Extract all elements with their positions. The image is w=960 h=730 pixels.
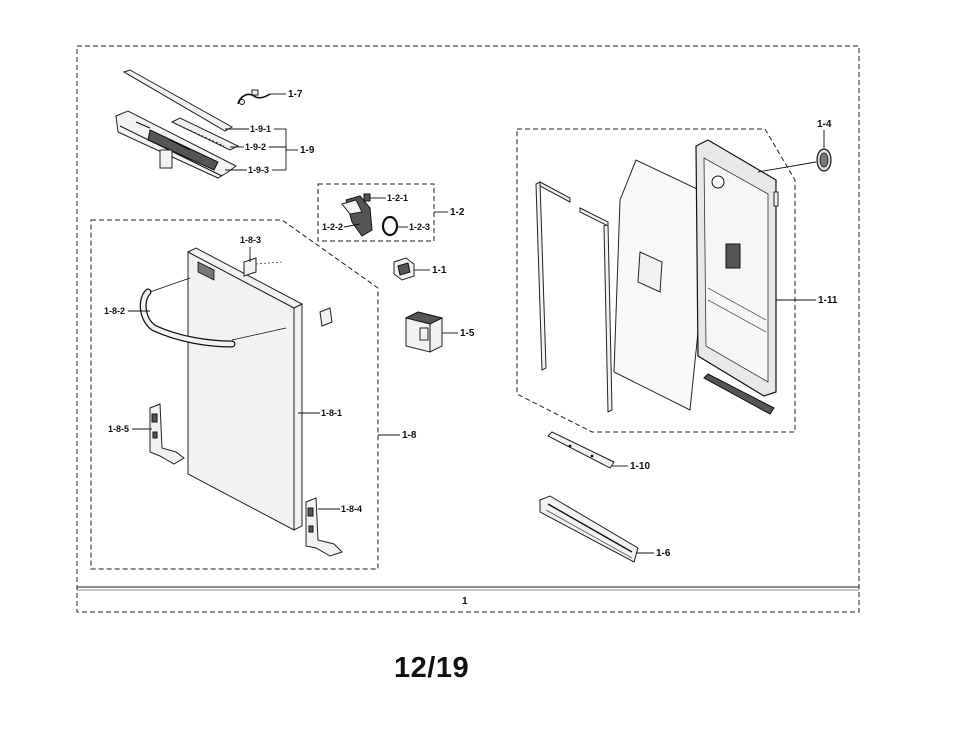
callout-1-8-5: 1-8-5 bbox=[108, 424, 129, 434]
callout-1-9-2: 1-9-2 bbox=[245, 142, 266, 152]
leader-1-4 bbox=[757, 130, 825, 173]
group-box-1-11 bbox=[516, 128, 796, 433]
callout-1-4: 1-4 bbox=[817, 119, 832, 130]
part-1-10-bracket bbox=[547, 431, 615, 469]
callout-1-8-3: 1-8-3 bbox=[240, 235, 261, 245]
part-1-8-2-handle bbox=[139, 277, 287, 348]
callout-1-2-1: 1-2-1 bbox=[387, 193, 408, 203]
part-1-9-2-keypad-strip bbox=[170, 117, 240, 151]
part-1-1-switch bbox=[393, 257, 415, 281]
callout-1-2-3: 1-2-3 bbox=[409, 222, 430, 232]
callout-1-9-1: 1-9-1 bbox=[250, 124, 271, 134]
callout-1-2: 1-2 bbox=[450, 207, 465, 218]
leader-1-2 bbox=[343, 197, 448, 228]
part-1-8-5-hinge bbox=[149, 403, 185, 465]
assembly-label: 1 bbox=[462, 596, 468, 607]
leader-1-9 bbox=[225, 128, 298, 171]
part-1-11-gaskets bbox=[535, 181, 613, 413]
callout-1-10: 1-10 bbox=[630, 461, 650, 472]
group-box-1-8 bbox=[90, 219, 379, 570]
part-1-8-3-gasket-tab bbox=[243, 257, 333, 327]
callout-1-6: 1-6 bbox=[656, 548, 671, 559]
assembly-frame bbox=[76, 45, 860, 613]
callout-1-9-3: 1-9-3 bbox=[248, 165, 269, 175]
callout-1-7: 1-7 bbox=[288, 89, 303, 100]
callout-1-2-2: 1-2-2 bbox=[322, 222, 343, 232]
part-1-2-3-ring bbox=[381, 215, 399, 237]
page-number: 12/19 bbox=[394, 652, 470, 684]
callout-1-11: 1-11 bbox=[818, 295, 838, 306]
callout-1-8-2: 1-8-2 bbox=[104, 306, 125, 316]
part-1-9-3-control-panel bbox=[115, 110, 237, 179]
part-1-11-bottom-seal bbox=[703, 373, 775, 415]
part-1-6-kick-plate bbox=[539, 495, 639, 563]
part-1-8-1-door-panel bbox=[186, 247, 304, 531]
part-1-11-inner-door bbox=[695, 139, 779, 397]
part-1-9-1-trim-strip bbox=[122, 69, 234, 132]
callout-1-9: 1-9 bbox=[300, 145, 315, 156]
group-box-1-2 bbox=[317, 183, 435, 242]
part-1-2-2-latch-body bbox=[341, 195, 373, 237]
callout-1-8: 1-8 bbox=[402, 430, 417, 441]
part-1-7-wire bbox=[237, 89, 271, 105]
part-1-4-vent bbox=[816, 148, 832, 172]
leader-1-8 bbox=[128, 247, 400, 510]
callout-1-8-4: 1-8-4 bbox=[341, 504, 362, 514]
callout-1-8-1: 1-8-1 bbox=[321, 408, 342, 418]
part-1-5-dispenser bbox=[404, 311, 444, 353]
part-1-8-4-hinge bbox=[305, 497, 343, 557]
callout-1-5: 1-5 bbox=[460, 328, 475, 339]
callout-1-1: 1-1 bbox=[432, 265, 447, 276]
part-1-2-1-screw bbox=[363, 193, 371, 202]
